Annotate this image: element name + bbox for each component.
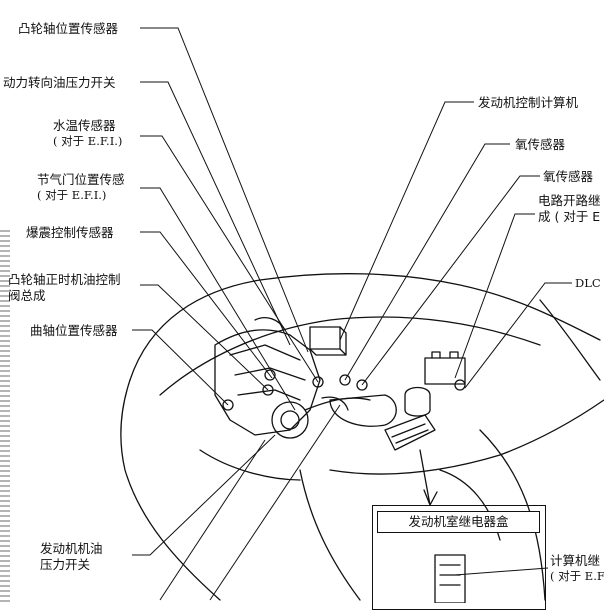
label-dlc: DLC (575, 276, 601, 290)
label-cam-timing-2: 阀总成 (8, 288, 46, 303)
label-o2-1: 氧传感器 (515, 137, 566, 152)
leader-circuit-relay (454, 213, 535, 379)
label-engine-oil-2: 压力开关 (40, 557, 91, 572)
leader-bottom-2 (209, 404, 341, 601)
leader-bottom-1 (159, 439, 266, 601)
car-fender-right (479, 429, 546, 601)
throttle-body (271, 401, 309, 439)
ecu-box-side (309, 326, 347, 356)
label-throttle: 节气门位置传感 (37, 172, 125, 187)
relay-box-detail (391, 423, 429, 444)
car-front-edge (329, 399, 604, 475)
label-engine-oil-1: 发动机机油 (40, 541, 103, 556)
leader-cam-timing (140, 284, 269, 391)
label-computer-relay-2: ( 对于 E.F (550, 569, 604, 583)
label-cam-timing-1: 凸轮轴正时机油控制 (8, 272, 121, 287)
leader-crank (132, 329, 229, 406)
sensor-o2-a (339, 374, 351, 386)
car-hood-outline (129, 273, 601, 381)
throttle-body-inner (280, 410, 300, 430)
label-cam-sensor: 凸轮轴位置传感器 (18, 21, 119, 36)
car-fender-left (120, 379, 221, 601)
car-bumper-left (199, 449, 301, 481)
label-o2-2: 氧传感器 (543, 169, 594, 184)
car-grille-curve (299, 469, 361, 601)
relay-inset-component (434, 554, 466, 603)
leader-ps-oil (140, 81, 291, 346)
label-water-temp: 水温传感器 (53, 118, 116, 133)
label-crank: 曲轴位置传感器 (30, 323, 118, 338)
leader-ecu (339, 101, 474, 341)
car-side-line (539, 299, 601, 381)
label-circuit-relay-1: 电路开路继 (538, 193, 601, 208)
label-ps-oil-switch: 动力转向油压力开关 (3, 75, 116, 90)
leader-computer-relay (454, 567, 549, 576)
reservoir (404, 386, 431, 417)
battery-box (424, 357, 466, 385)
scan-edge-shadow (0, 230, 10, 603)
relay-inset-arrow (419, 449, 438, 506)
relay-box-shape (384, 414, 436, 451)
battery-terminals (431, 351, 459, 359)
relay-box-title: 发动机室继电器盒 (377, 511, 540, 533)
engine-block (214, 329, 321, 436)
leader-o2-1 (344, 143, 510, 381)
air-cleaner (329, 394, 397, 427)
leader-knock (140, 231, 273, 379)
ecu-box (309, 326, 341, 350)
label-ecu: 发动机控制计算机 (478, 95, 579, 110)
label-circuit-relay-2: 成 ( 对于 E (538, 209, 601, 224)
leader-o2-2 (361, 175, 540, 386)
leader-throttle (140, 187, 296, 411)
sensor-o2-b (356, 379, 368, 391)
car-inner-wall (159, 316, 541, 396)
label-water-temp-note: ( 对于 E.F.I.) (53, 134, 123, 148)
label-knock: 爆震控制传感器 (26, 225, 114, 240)
leader-water-temp (140, 135, 319, 383)
leader-cam-sensor (140, 27, 309, 353)
sensor-water-temp (312, 376, 324, 388)
hose-2 (321, 396, 349, 411)
label-throttle-note: ( 对于 E.F.I.) (37, 188, 107, 202)
label-computer-relay-1: 计算机继 (550, 553, 601, 568)
sensor-dlc (454, 379, 466, 391)
sensor-knock (222, 399, 234, 411)
leader-dlc (464, 282, 572, 389)
leader-engine-oil (132, 434, 276, 556)
sensor-crank (262, 384, 274, 396)
sensor-cam-timing (264, 369, 276, 381)
